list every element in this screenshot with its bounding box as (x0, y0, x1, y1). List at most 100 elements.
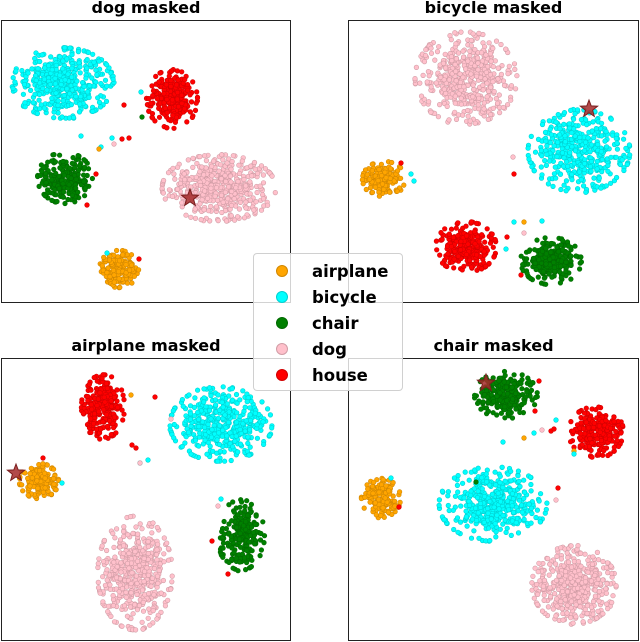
scatter-point (56, 181, 62, 187)
scatter-point (568, 162, 574, 169)
scatter-point (60, 58, 66, 64)
scatter-point (200, 194, 206, 200)
scatter-point (462, 245, 468, 251)
scatter-point (237, 413, 243, 420)
scatter-point (375, 165, 381, 171)
scatter-point (172, 405, 178, 412)
scatter-point (602, 429, 608, 435)
scatter-point (220, 545, 226, 551)
scatter-point (28, 480, 35, 486)
scatter-point (225, 530, 231, 536)
scatter-point (124, 593, 130, 599)
scatter-point (108, 405, 114, 411)
scatter-point (463, 233, 470, 239)
scatter-point (113, 247, 120, 254)
scatter-point (110, 402, 116, 408)
scatter-point (179, 102, 185, 108)
scatter-point (450, 236, 456, 242)
scatter-point (472, 230, 478, 236)
scatter-point (456, 232, 462, 238)
scatter-point (258, 163, 265, 169)
scatter-point (104, 267, 110, 273)
scatter-point (122, 574, 128, 580)
scatter-point (581, 159, 587, 165)
scatter-point (219, 189, 225, 195)
scatter-point (61, 101, 67, 107)
scatter-point (502, 403, 508, 409)
scatter-point (148, 574, 154, 581)
scatter-point (244, 547, 250, 553)
scatter-point (394, 187, 400, 193)
scatter-point (453, 78, 459, 84)
scatter-point (106, 385, 112, 391)
scatter-point (610, 425, 616, 431)
scatter-point (55, 102, 61, 108)
scatter-point (49, 67, 55, 73)
scatter-point (234, 524, 240, 530)
scatter-point (426, 44, 432, 50)
scatter-point (75, 167, 82, 173)
scatter-point (183, 89, 189, 95)
scatter-point (486, 71, 492, 78)
scatter-point (542, 267, 548, 273)
scatter-point (470, 263, 476, 269)
scatter-point (243, 538, 249, 544)
scatter-point (568, 127, 574, 133)
scatter-point (30, 483, 36, 489)
scatter-point (456, 91, 462, 97)
scatter-point (237, 184, 243, 190)
scatter-point (250, 412, 256, 418)
scatter-point (161, 535, 167, 541)
scatter-point (48, 491, 54, 497)
scatter-point (232, 532, 238, 538)
scatter-point (98, 387, 104, 393)
scatter-point (114, 569, 120, 575)
scatter-point (206, 174, 212, 180)
scatter-point (24, 82, 30, 88)
scatter-point (208, 436, 214, 442)
scatter-point (108, 572, 115, 578)
scatter-point (480, 248, 486, 255)
scatter-point (564, 132, 570, 138)
scatter-point (71, 115, 77, 121)
scatter-point (262, 166, 269, 172)
scatter-point (599, 147, 605, 153)
scatter-point (544, 241, 551, 247)
scatter-point (445, 80, 451, 86)
scatter-point (120, 559, 126, 566)
scatter-point (448, 59, 454, 66)
scatter-point (140, 555, 146, 561)
scatter-point (595, 147, 601, 153)
scatter-point (66, 69, 72, 76)
scatter-point (364, 172, 370, 178)
scatter-point (256, 166, 262, 172)
scatter-point (68, 175, 74, 181)
scatter-point (472, 250, 478, 256)
scatter-point (599, 428, 605, 435)
scatter-point (185, 157, 191, 163)
scatter-point (103, 547, 110, 554)
scatter-point (112, 576, 118, 582)
scatter-point (564, 239, 571, 245)
scatter-point (152, 394, 158, 400)
scatter-point (216, 174, 222, 180)
scatter-point (527, 159, 533, 165)
scatter-point (187, 185, 193, 191)
scatter-point (446, 77, 452, 83)
scatter-point (26, 98, 32, 104)
scatter-point (479, 66, 485, 73)
scatter-point (233, 536, 239, 542)
scatter-point (154, 616, 160, 622)
scatter-point (505, 391, 511, 397)
scatter-point (184, 175, 190, 181)
scatter-point (104, 382, 110, 389)
scatter-point (435, 114, 441, 120)
scatter-point (101, 537, 107, 544)
scatter-point (164, 540, 170, 546)
scatter-point (240, 430, 246, 436)
scatter-point (132, 558, 138, 564)
scatter-point (205, 433, 212, 439)
scatter-point (512, 382, 518, 388)
scatter-point (20, 91, 27, 97)
scatter-point (408, 171, 414, 177)
